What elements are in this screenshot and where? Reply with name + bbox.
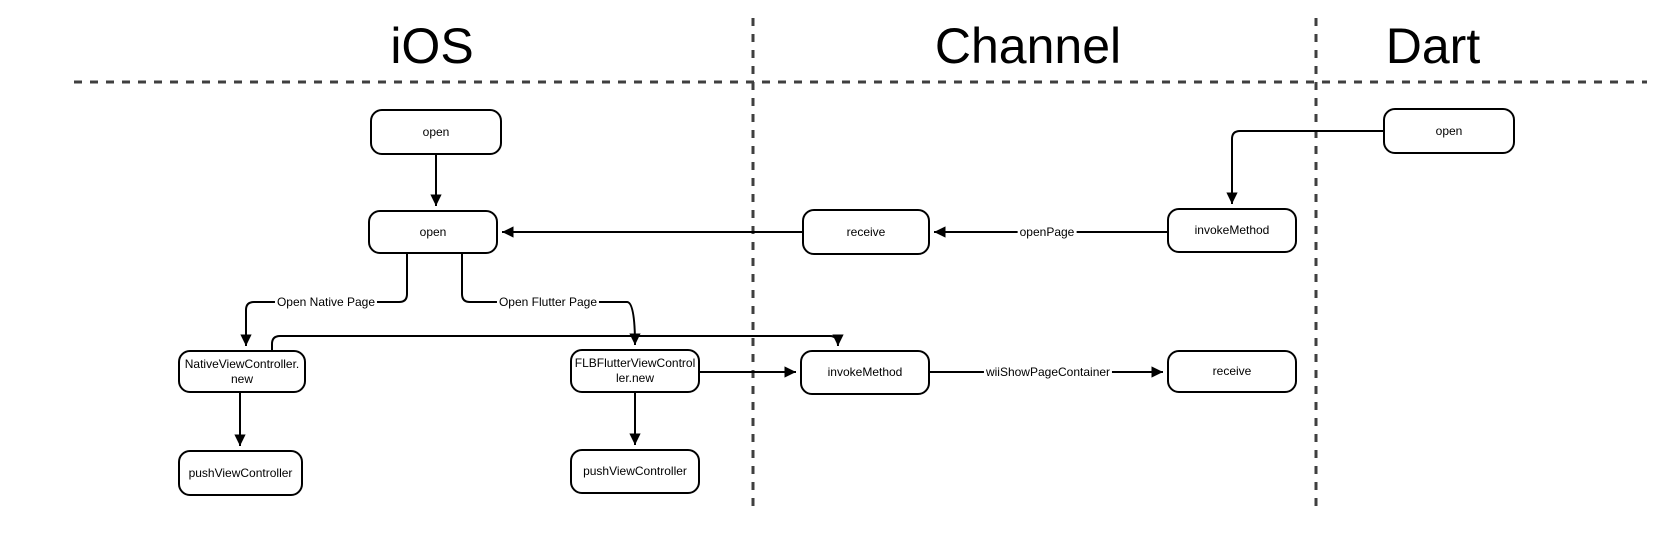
lane-title-channel: Channel xyxy=(934,17,1122,74)
node-label-line1: NativeViewController. xyxy=(184,356,300,371)
node-flbflutterviewcontroller-new: FLBFlutterViewControl ler.new xyxy=(570,349,700,393)
edge-label-wiishowpagecontainer: wiiShowPageContainer xyxy=(983,365,1113,379)
node-label: open xyxy=(422,124,450,139)
node-ios-open-top: open xyxy=(370,109,502,155)
node-label: pushViewController xyxy=(188,465,293,480)
node-label: receive xyxy=(1212,364,1252,378)
edge-dart-open-to-dart-invokemethod xyxy=(1226,130,1383,204)
node-label-line2: new xyxy=(230,371,253,386)
node-dart-invokemethod: invokeMethod xyxy=(1167,208,1297,253)
lane-title-ios: iOS xyxy=(390,17,474,74)
edge-open-flutter-page xyxy=(461,252,641,346)
node-label-line2: ler.new xyxy=(615,371,655,385)
node-dart-receive: receive xyxy=(1167,350,1297,393)
edge-nativevc-to-channel-invokemethod xyxy=(271,334,844,350)
node-label: open xyxy=(1435,123,1463,138)
node-channel-invokemethod: invokeMethod xyxy=(800,350,930,395)
node-label: pushViewController xyxy=(583,464,687,478)
edge-label-open-native-page: Open Native Page xyxy=(274,295,378,309)
edge-label-open-flutter-page: Open Flutter Page xyxy=(496,295,600,309)
node-ios-open: open xyxy=(368,210,498,254)
node-label: invokeMethod xyxy=(1194,223,1270,237)
lane-title-dart: Dart xyxy=(1385,17,1481,74)
node-pushviewcontroller-native: pushViewController xyxy=(178,450,303,496)
node-nativeviewcontroller-new: NativeViewController. new xyxy=(178,350,306,393)
node-label: invokeMethod xyxy=(827,365,903,379)
node-label-line1: FLBFlutterViewControl xyxy=(574,356,696,370)
node-channel-receive: receive xyxy=(802,209,930,255)
node-label: open xyxy=(419,224,447,239)
edge-label-openpage: openPage xyxy=(1017,225,1077,239)
node-label: receive xyxy=(846,224,886,239)
node-dart-open: open xyxy=(1383,108,1515,154)
node-pushviewcontroller-flutter: pushViewController xyxy=(570,449,700,494)
